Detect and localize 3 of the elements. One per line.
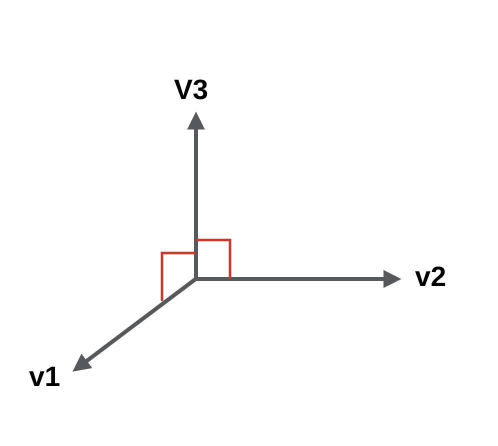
axis-label: V3 [174, 76, 208, 104]
axis-label: v1 [29, 363, 60, 391]
axis-label: v2 [415, 263, 446, 291]
